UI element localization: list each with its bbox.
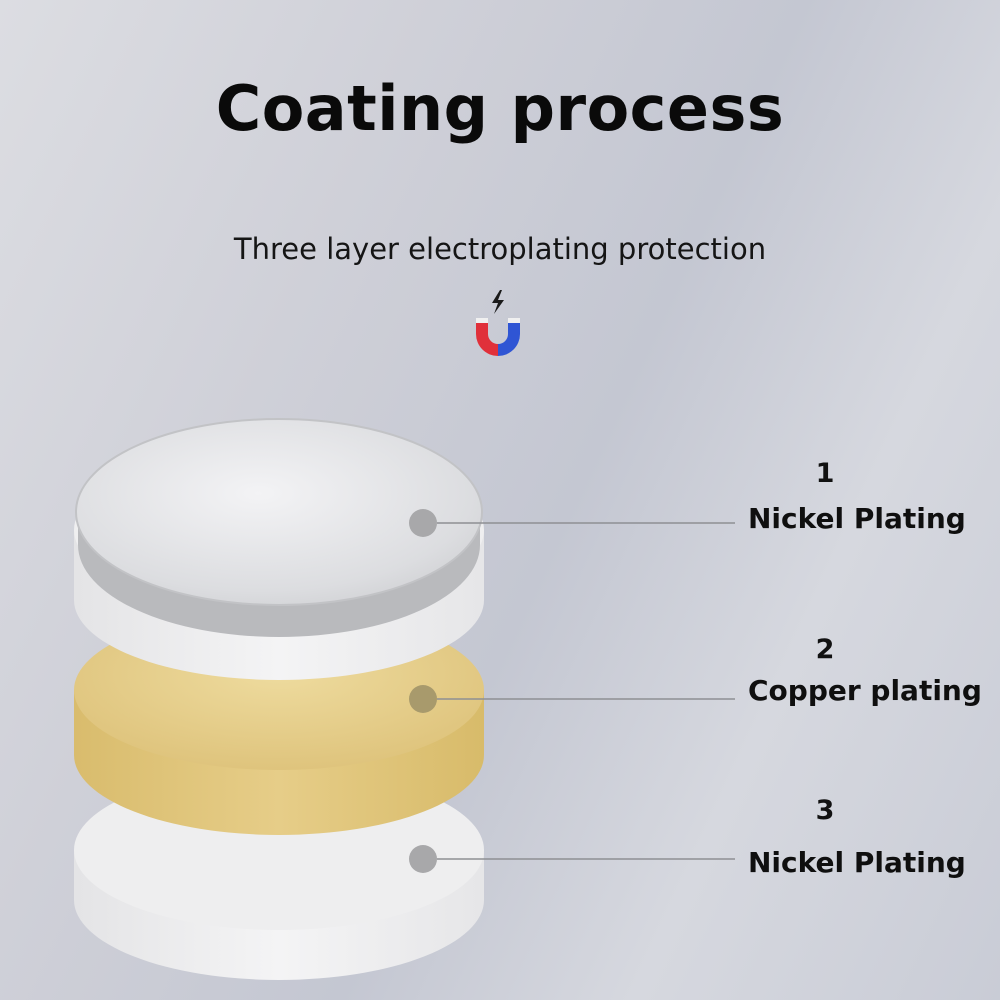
layer-1-label: Nickel Plating [748,502,966,535]
layer-2-label: Copper plating [748,674,982,707]
leader-2 [409,685,735,713]
layer-2-number: 2 [815,634,835,665]
layer-1-number: 1 [815,458,835,489]
top-nickel-layer [74,418,484,680]
leader-1 [409,509,735,537]
layer-3-label: Nickel Plating [748,846,966,879]
leader-3 [409,845,735,873]
page-subtitle: Three layer electroplating protection [233,232,767,266]
page-title: Coating process [215,72,785,145]
magnet-icon [476,290,520,356]
layer-3-number: 3 [815,795,835,826]
